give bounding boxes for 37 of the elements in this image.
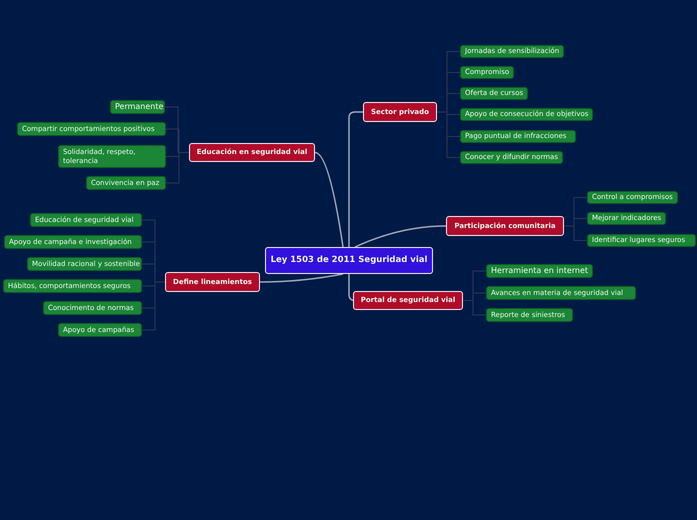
subtopic-box bbox=[587, 234, 696, 247]
subtopic-box bbox=[460, 66, 514, 79]
subtopic-box bbox=[460, 45, 564, 58]
node-text: Permanente bbox=[115, 102, 164, 112]
node-text: Herramienta en internet bbox=[491, 266, 588, 276]
subtopic-box bbox=[86, 176, 166, 190]
connector-line bbox=[354, 225, 446, 248]
subtopic-box bbox=[4, 235, 142, 249]
connector-line bbox=[462, 300, 486, 316]
connector-line bbox=[564, 226, 588, 241]
subtopic-box bbox=[486, 264, 594, 278]
subtopic-box bbox=[486, 286, 636, 300]
central-topic-box bbox=[265, 247, 433, 274]
connector-line bbox=[260, 273, 344, 283]
subtopic-box bbox=[27, 257, 142, 271]
subtopic-box bbox=[587, 191, 678, 204]
subtopic-box bbox=[460, 108, 594, 121]
subtopic-box bbox=[460, 87, 528, 100]
subtopic-box bbox=[460, 130, 576, 143]
topic-box bbox=[363, 102, 437, 122]
connector-line bbox=[142, 282, 166, 330]
subtopic-box bbox=[110, 100, 165, 114]
subtopic-box bbox=[30, 213, 142, 227]
topic-box bbox=[446, 216, 564, 236]
subtopic-box bbox=[17, 122, 166, 136]
topic-box bbox=[189, 143, 315, 162]
subtopic-box bbox=[486, 308, 573, 322]
subtopic-box bbox=[587, 212, 666, 225]
subtopic-box bbox=[58, 323, 142, 337]
node-text: Ley 1503 de 2011 Seguridad vial bbox=[270, 255, 428, 266]
topic-box bbox=[165, 272, 260, 292]
subtopic-box bbox=[3, 279, 142, 293]
subtopic-box bbox=[58, 145, 166, 168]
topic-box bbox=[353, 291, 463, 310]
connector-line bbox=[314, 152, 344, 248]
subtopic-box bbox=[43, 301, 142, 315]
subtopic-box bbox=[460, 151, 563, 164]
